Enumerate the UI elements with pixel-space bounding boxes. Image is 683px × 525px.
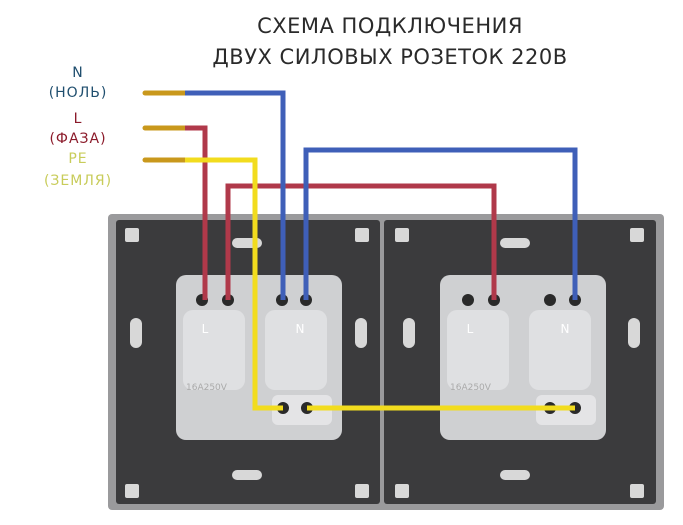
socket-left: L N 16A250V (176, 275, 342, 440)
rating-label: 16A250V (450, 383, 492, 393)
earth-wire-1 (185, 157, 283, 411)
neutral-wire-2 (303, 147, 578, 300)
phase-wire-2 (225, 183, 497, 300)
legend-l-code: L (74, 111, 83, 127)
phase-wire-1 (185, 125, 208, 300)
neutral-wire-1 (185, 90, 286, 300)
socket-right: L N 16A250V (440, 275, 606, 440)
title-line-2: ДВУХ СИЛОВЫХ РОЗЕТОК 220В (212, 45, 567, 69)
terminal-n-label: N (296, 322, 305, 336)
mounting-tabs (125, 228, 644, 498)
terminal-l-label: L (202, 322, 209, 336)
terminal-l-label: L (467, 322, 474, 336)
legend-n-code: N (72, 65, 83, 81)
title-line-1: СХЕМА ПОДКЛЮЧЕНИЯ (257, 14, 523, 38)
terminal-n-label: N (561, 322, 570, 336)
legend-l-name: (ФАЗА) (49, 131, 106, 147)
legend-pe-code: PE (68, 151, 87, 167)
stripped-wire-ends (142, 90, 188, 163)
legend-n-name: (НОЛЬ) (49, 85, 108, 101)
legend-pe-name: (ЗЕМЛЯ) (44, 173, 112, 189)
rating-label: 16A250V (186, 383, 228, 393)
